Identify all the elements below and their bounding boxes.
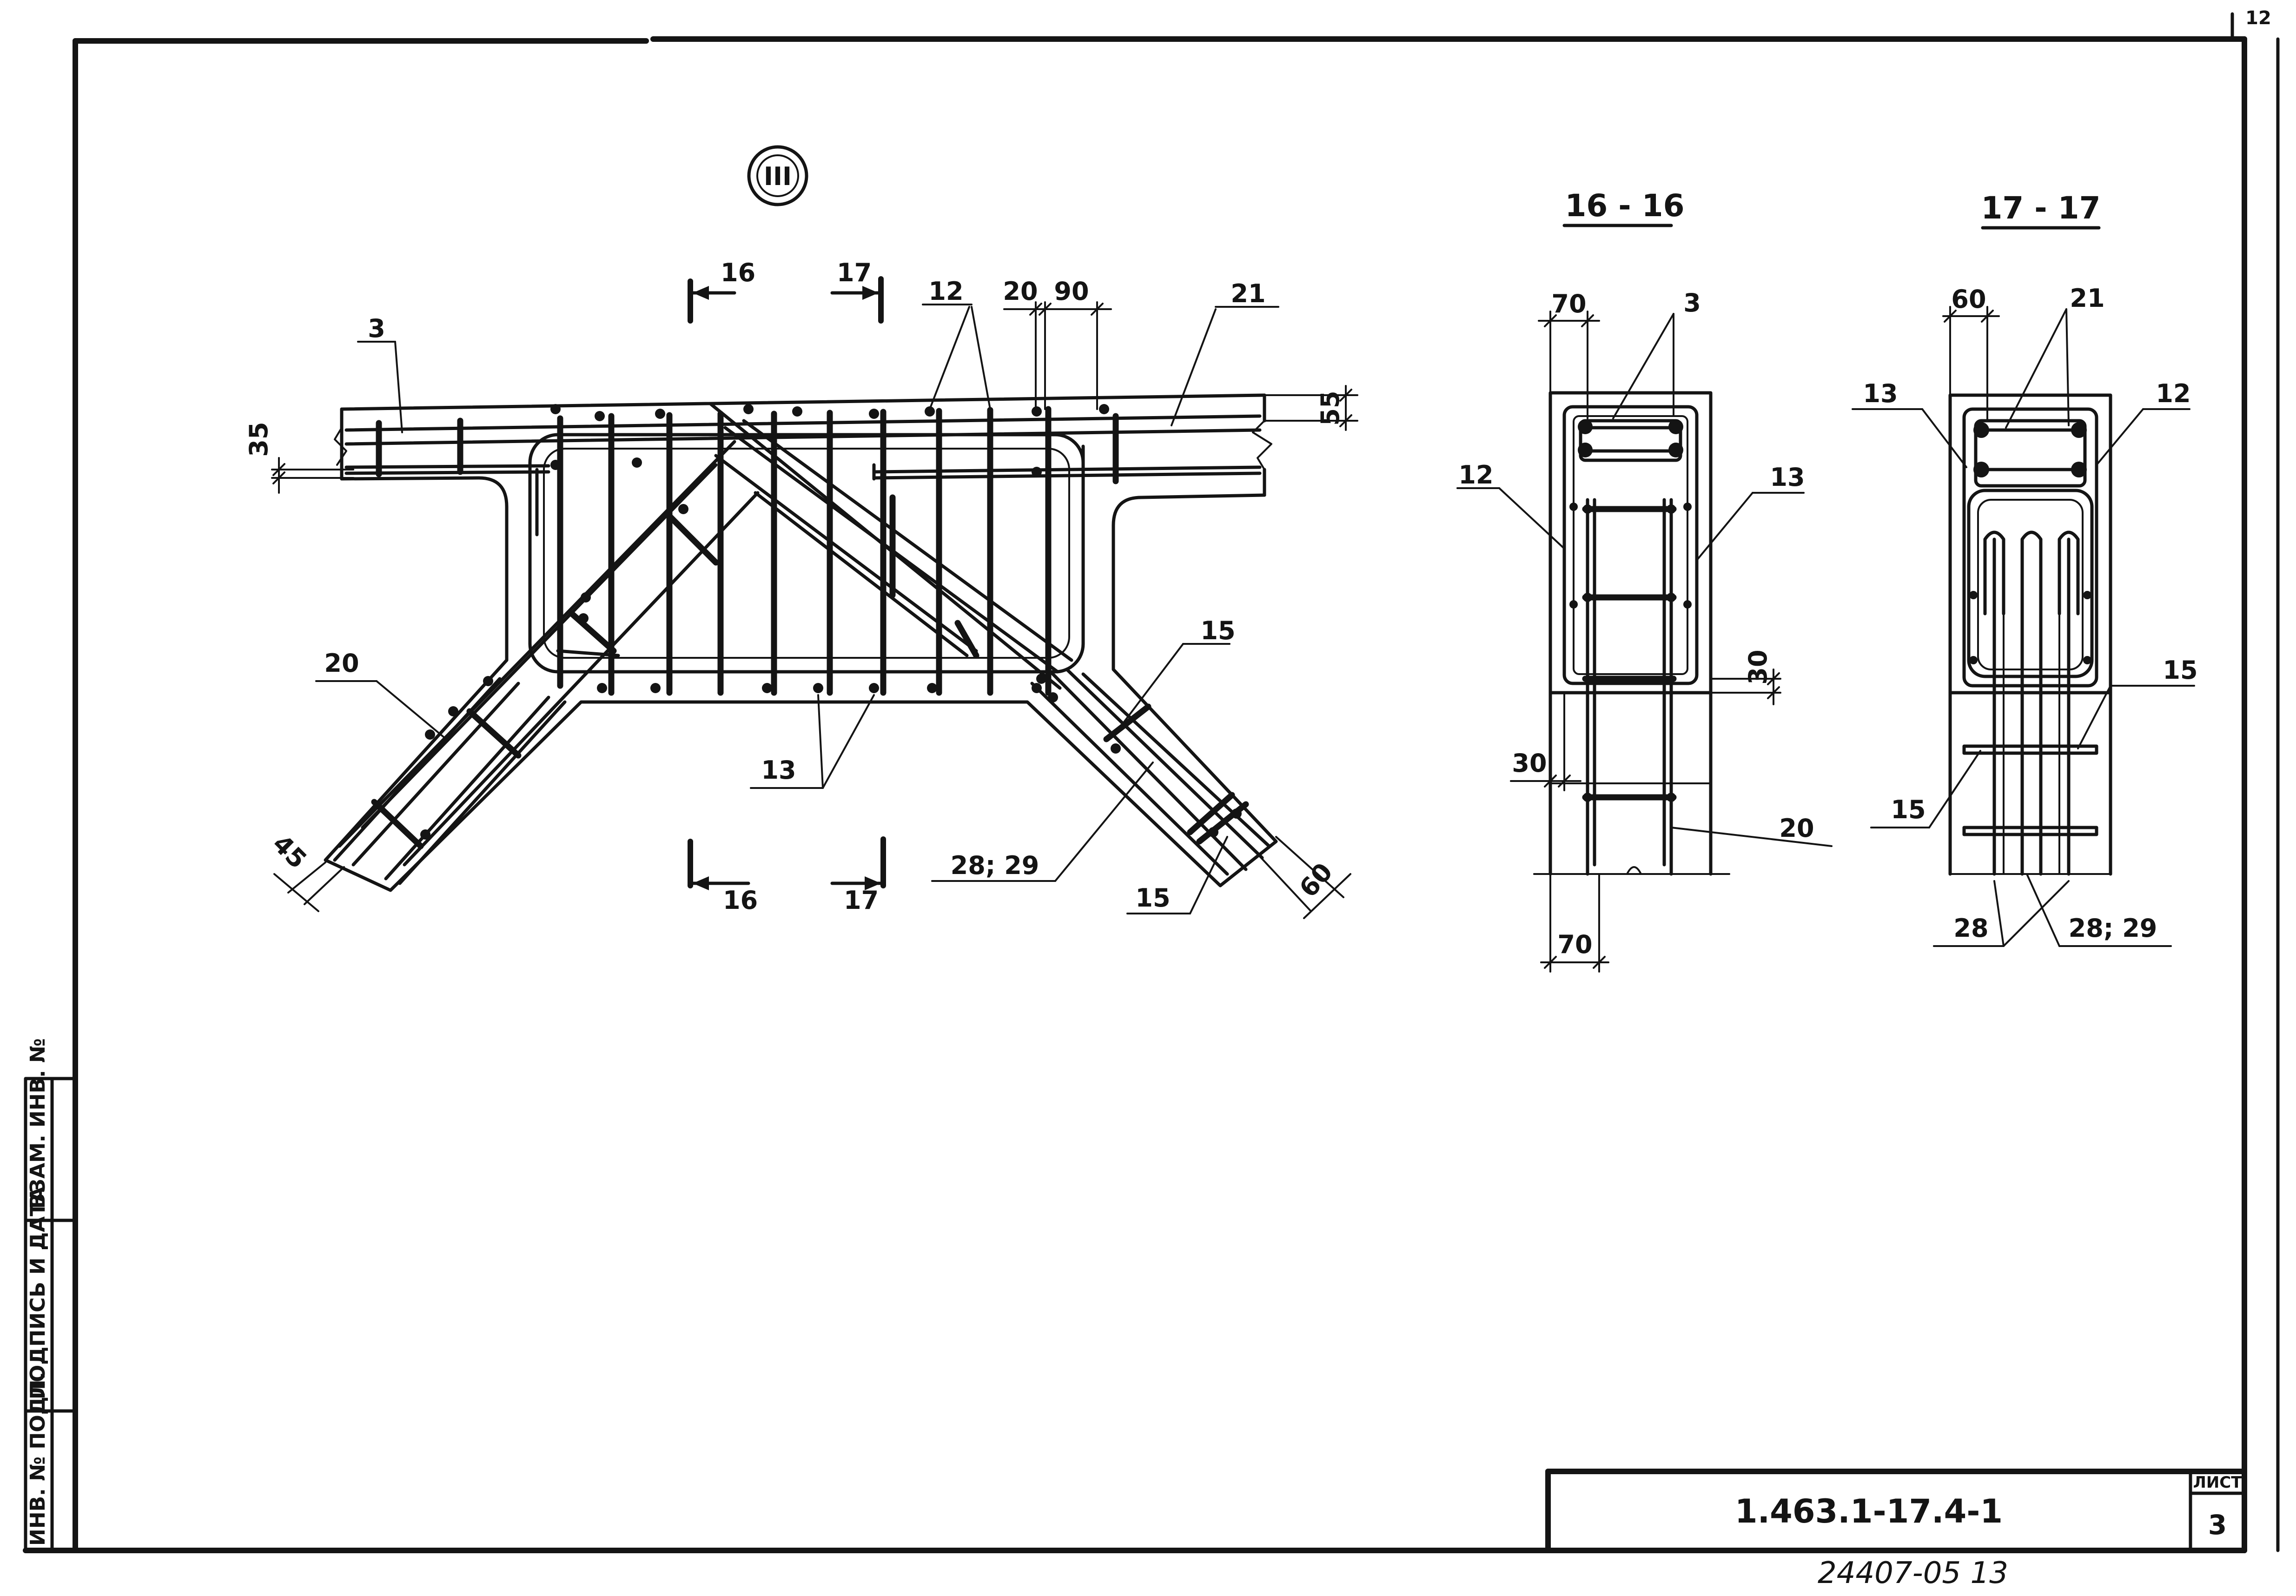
sec16-dim-right: 30 — [1743, 649, 1773, 684]
sec17-label-13: 13 — [1863, 379, 1898, 408]
sec17-label-15-left: 15 — [1891, 795, 1925, 824]
sec16-label-13: 13 — [1770, 463, 1805, 492]
node-marker-label: III — [764, 162, 792, 191]
sec17-label-28: 28 — [1953, 914, 1988, 943]
node-marker: III — [747, 145, 808, 206]
sec17-label-12: 12 — [2156, 379, 2190, 408]
cut-16-top-label: 16 — [721, 258, 755, 287]
sec16-label-12: 12 — [1458, 460, 1493, 490]
concrete-outline — [324, 393, 1278, 892]
node-label-15-top: 15 — [1200, 616, 1235, 645]
node-label-12: 12 — [928, 277, 963, 306]
sec16-dim-bottom: 70 — [1557, 930, 1592, 959]
left-leg-bars — [333, 677, 567, 885]
node-leaders: 3 12 21 20 13 15 28; 29 — [315, 277, 1279, 914]
cut-markers: 16 17 16 17 — [688, 258, 886, 915]
node-label-13: 13 — [761, 755, 796, 785]
sec17-label-21: 21 — [2070, 284, 2104, 313]
right-leg-bars — [1030, 668, 1271, 876]
bar-section-dots — [420, 404, 1242, 840]
document-code: 1.463.1-17.4-1 — [1735, 1492, 2003, 1530]
sec16-dim-top: 70 — [1551, 289, 1586, 318]
sheet-frame: 12 — [23, 7, 2280, 1553]
stamp-signature-date: ПОДПИСЬ И ДАТА — [26, 1186, 50, 1399]
node-dim-55: 55 — [1316, 391, 1345, 425]
corner-number: 12 — [2245, 7, 2271, 29]
cage-frame — [528, 433, 1085, 674]
sheet-number: 3 — [2208, 1509, 2227, 1541]
sec17-dim-top: 60 — [1951, 285, 1986, 314]
stamp-replacement-inv: ВЗАМ. ИНВ. № — [26, 1038, 50, 1209]
node-dim-90: 90 — [1054, 277, 1089, 306]
cut-17-top-label: 17 — [837, 258, 872, 287]
archive-number: 24407-05 13 — [1818, 1556, 2008, 1590]
node-label-28-29: 28; 29 — [951, 851, 1039, 880]
sheet-label: ЛИСТ — [2193, 1473, 2243, 1492]
section-17-17: 17 - 17 — [1852, 190, 2198, 947]
cut-16-bottom-label: 16 — [723, 886, 758, 915]
sec16-label-20: 20 — [1779, 814, 1814, 843]
section-16-16: 16 - 16 — [1456, 188, 1833, 973]
node-label-3: 3 — [368, 314, 385, 343]
stamp-original-inv: ИНВ. № ПОДЛ. — [26, 1372, 50, 1546]
vertical-stirrups — [557, 406, 1052, 696]
approval-stamp-strip: ВЗАМ. ИНВ. № ПОДПИСЬ И ДАТА ИНВ. № ПОДЛ. — [24, 1038, 77, 1552]
cut-17-bottom-label: 17 — [844, 886, 879, 915]
node-dim-45: 45 — [267, 829, 312, 874]
title-block: ЛИСТ 3 1.463.1-17.4-1 24407-05 13 — [1545, 1469, 2247, 1590]
node-dim-35: 35 — [244, 422, 273, 457]
node-drawing: III — [244, 145, 1358, 919]
sec17-label-28-29: 28; 29 — [2069, 914, 2157, 943]
sec17-label-15-right: 15 — [2163, 656, 2197, 685]
sec16-label-3: 3 — [1683, 288, 1701, 318]
sec16-dim-left: 30 — [1512, 748, 1547, 778]
node-label-21: 21 — [1231, 279, 1265, 308]
node-dimensions: 20 90 35 55 45 60 — [244, 277, 1358, 919]
node-dim-60: 60 — [1294, 857, 1339, 903]
section-17-title: 17 - 17 — [1981, 190, 2100, 226]
node-label-20: 20 — [324, 649, 359, 678]
node-dim-20: 20 — [1003, 277, 1038, 306]
node-label-15-bottom: 15 — [1135, 883, 1170, 913]
section-16-title: 16 - 16 — [1565, 188, 1684, 224]
